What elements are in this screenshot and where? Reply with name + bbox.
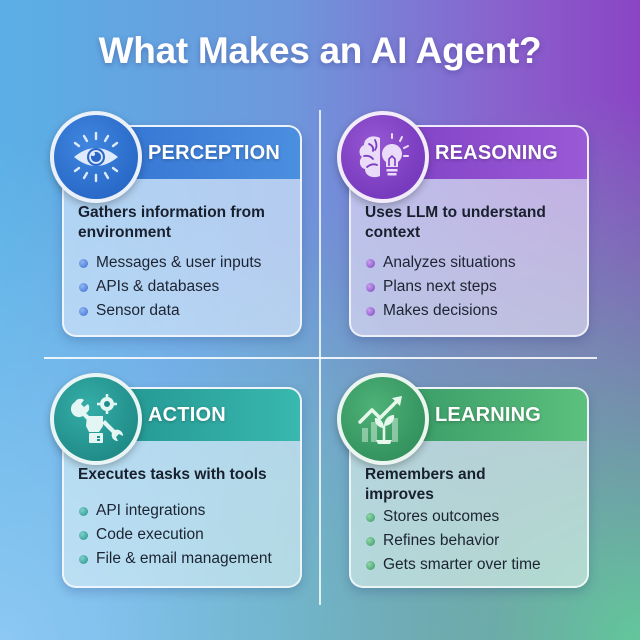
list-item: Messages & user inputs [78, 251, 290, 275]
bullet-dot-icon [366, 259, 375, 268]
list-item: Sensor data [78, 299, 290, 323]
card-action: ACTION Executes tasks with tools API int… [50, 373, 302, 588]
bullet-dot-icon [79, 307, 88, 316]
list-item: Refines behavior [365, 529, 577, 553]
bullet-list: Analyzes situations Plans next steps Mak… [365, 251, 577, 323]
card-description: Remembers and improves [365, 466, 486, 503]
card-title: PERCEPTION [148, 142, 281, 164]
card-description: Gathers information from environment [78, 204, 265, 241]
bullet-dot-icon [366, 561, 375, 570]
bullet-dot-icon [79, 531, 88, 540]
card-title: ACTION [148, 404, 226, 426]
list-item: File & email management [78, 547, 290, 571]
list-item: APIs & databases [78, 275, 290, 299]
bullet-list: API integrations Code execution File & e… [78, 499, 290, 571]
bullet-list: Messages & user inputs APIs & databases … [78, 251, 290, 323]
bullet-dot-icon [366, 537, 375, 546]
list-item: Analyzes situations [365, 251, 577, 275]
eye-icon [50, 111, 142, 203]
card-title: REASONING [435, 142, 558, 164]
list-item: API integrations [78, 499, 290, 523]
bullet-dot-icon [366, 307, 375, 316]
vertical-divider [319, 110, 321, 605]
bullet-dot-icon [366, 283, 375, 292]
page-title: What Makes an AI Agent? [98, 30, 542, 71]
hand-tools-icon [50, 373, 142, 465]
list-item: Gets smarter over time [365, 553, 577, 577]
card-perception: PERCEPTION Gathers information from envi… [50, 111, 302, 337]
growth-chart-sprout-icon [337, 373, 429, 465]
bullet-dot-icon [79, 507, 88, 516]
brain-lightbulb-icon [337, 111, 429, 203]
bullet-dot-icon [79, 555, 88, 564]
card-description: Uses LLM to understand context [365, 204, 546, 241]
list-item: Plans next steps [365, 275, 577, 299]
card-title: LEARNING [435, 404, 542, 426]
card-reasoning: REASONING Uses LLM to understand context… [337, 111, 589, 337]
list-item: Makes decisions [365, 299, 577, 323]
bullet-list: Stores outcomes Refines behavior Gets sm… [365, 505, 577, 577]
bullet-dot-icon [79, 259, 88, 268]
bullet-dot-icon [79, 283, 88, 292]
bullet-dot-icon [366, 513, 375, 522]
list-item: Code execution [78, 523, 290, 547]
list-item: Stores outcomes [365, 505, 577, 529]
card-description: Executes tasks with tools [78, 466, 267, 483]
card-learning: LEARNING Remembers and improves Stores o… [337, 373, 589, 588]
